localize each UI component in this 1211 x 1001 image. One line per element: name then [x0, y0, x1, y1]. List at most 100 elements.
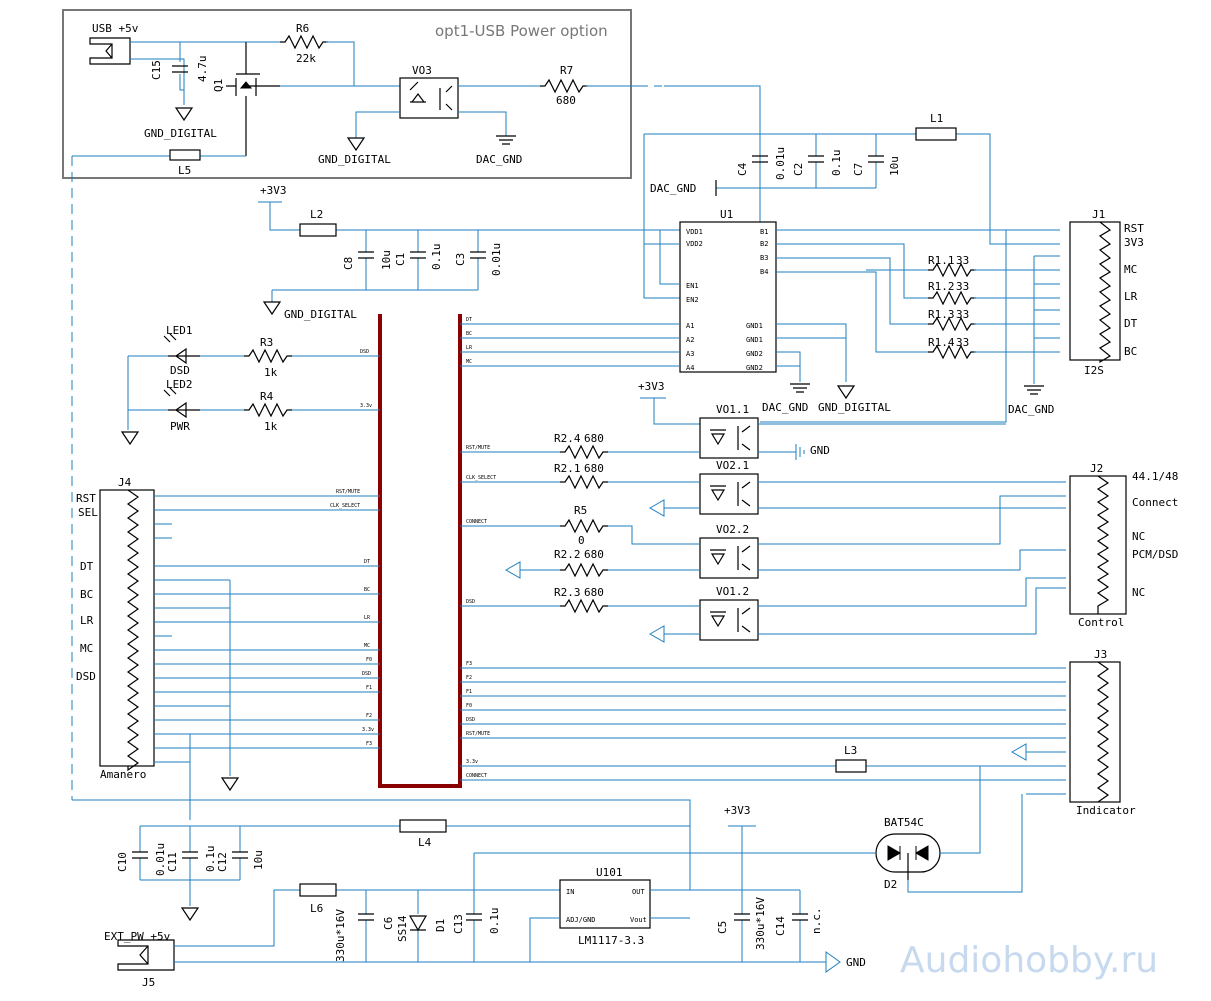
r2-4-resistor [559, 445, 609, 459]
net-left-dsd: DSD [362, 671, 371, 677]
j1-pin-dt: DT [1124, 317, 1138, 330]
led2-diode: LED2 PWR [163, 378, 200, 433]
d2-ref: D2 [884, 878, 897, 891]
dac-gnd-symbol [1024, 385, 1044, 395]
vo1-2-ref: VO1.2 [716, 585, 749, 598]
c3-value: 0.01u [490, 243, 503, 276]
l6-inductor [299, 883, 337, 897]
j4-pin-dsd: DSD [76, 670, 96, 683]
r2-2-ref: R2.2 [554, 548, 581, 561]
dac-gnd-symbol [496, 135, 516, 145]
u101-pin-adj: ADJ/GND [566, 916, 596, 924]
j4-pin-sel: SEL [78, 506, 98, 519]
c12-ref: C12 [216, 852, 229, 872]
u101-part: LM1117-3.3 [578, 934, 644, 947]
j5-label: EXT_PW +5v [104, 930, 171, 943]
u1-pin-vdd2: VDD2 [686, 240, 703, 248]
r2-3-ref: R2.3 [554, 586, 581, 599]
led2-ref: LED2 [166, 378, 193, 391]
c8-c1-c3-capacitors [358, 251, 486, 259]
c6-value: 330u*16V [334, 909, 347, 962]
j2-ref: J2 [1090, 462, 1103, 475]
r2-2-resistor [559, 563, 609, 577]
j2-pin-nc-2: NC [1132, 586, 1145, 599]
vo3-ref: VO3 [412, 64, 432, 77]
dac-gnd-label-3: DAC_GND [762, 401, 808, 414]
v33-label-1: +3V3 [260, 184, 287, 197]
gnd-label-2: GND [846, 956, 866, 969]
net-3v3-ind: 3.3v [466, 759, 478, 765]
vo1-1-optocoupler: VO1.1 [699, 403, 759, 459]
net-left-f2: F2 [366, 713, 372, 719]
net-clk-select: CLK_SELECT [466, 475, 496, 481]
v33-label-3: +3V3 [724, 804, 751, 817]
net-rst-mute: RST/MUTE [466, 445, 490, 451]
net-dsd-ind: DSD [466, 717, 475, 723]
j1-pin-3v3: 3V3 [1124, 236, 1144, 249]
r1-2-value: 33 [956, 280, 969, 293]
c8-ref: C8 [342, 257, 355, 270]
l5-inductor [169, 149, 201, 161]
u1-isolator-chip: U1 VDD1 VDD2 EN1 EN2 A1 A2 A3 A4 B1 B2 B… [679, 208, 777, 373]
net-left-3v3: 3.3v [362, 727, 374, 733]
j3-bottom-label: Indicator [1076, 804, 1136, 817]
j3-ref: J3 [1094, 648, 1107, 661]
j4-ref: J4 [118, 476, 132, 489]
c14-ref: C14 [774, 916, 787, 936]
c2-ref: C2 [792, 163, 805, 176]
c4-value: 0.01u [774, 147, 787, 180]
vo2-2-ref: VO2.2 [716, 523, 749, 536]
u1-pin-a4: A4 [686, 364, 694, 372]
c6-d1-c13-parts [358, 913, 482, 932]
c11-value: 0.1u [204, 846, 217, 873]
r2-1-resistor [559, 475, 609, 489]
gnd-digital-symbol [836, 385, 856, 400]
r1-4-ref: R1.4 [928, 336, 955, 349]
watermark: Audiohobby.ru [900, 940, 1158, 981]
c8-value: 10u [380, 250, 393, 270]
r1-2-ref: R1.2 [928, 280, 955, 293]
gnd-digital-symbol [346, 137, 366, 152]
vo1-1-ref: VO1.1 [716, 403, 749, 416]
j2-control-connector: J2 44.1/48 Connect NC PCM/DSD NC Control [1069, 462, 1178, 629]
l3-ref: L3 [844, 744, 857, 757]
r3-resistor [243, 349, 293, 363]
u1-pin-en2: EN2 [686, 296, 699, 304]
r7-ref: R7 [560, 64, 573, 77]
u1-pin-b4: B4 [760, 268, 768, 276]
d2-value: BAT54C [884, 816, 924, 829]
j1-pin-mc: MC [1124, 263, 1137, 276]
v33-label-2: +3V3 [638, 380, 665, 393]
net-left-rst-mute: RST/MUTE [336, 489, 360, 495]
l3-inductor [835, 759, 867, 773]
j4-amanero-connector: J4 RST SEL DT BC LR MC DSD Amanero [76, 476, 155, 781]
c13-ref: C13 [452, 914, 465, 934]
led1-name: DSD [170, 364, 190, 377]
c5-ref: C5 [716, 921, 729, 934]
j4-pin-dt: DT [80, 560, 94, 573]
r4-resistor [243, 403, 293, 417]
r2-1-value: 680 [584, 462, 604, 475]
r7-value: 680 [556, 94, 576, 107]
c7-ref: C7 [852, 163, 865, 176]
u101-pin-in: IN [566, 888, 574, 896]
c15-value: 4.7u [196, 56, 209, 83]
r6-resistor [279, 35, 329, 49]
r2-2-value: 680 [584, 548, 604, 561]
usb-label: USB +5v [92, 22, 139, 35]
net-f1: F1 [466, 689, 472, 695]
c5-value: 330u*16V [754, 897, 767, 950]
r1-1-value: 33 [956, 254, 969, 267]
u1-pin-a2: A2 [686, 336, 694, 344]
u1-pin-a1: A1 [686, 322, 694, 330]
usb-power-option-frame [62, 9, 632, 179]
gnd-symbol [120, 431, 140, 446]
j2-pin-44-48: 44.1/48 [1132, 470, 1178, 483]
c4-ref: C4 [736, 162, 749, 176]
j2-bottom-label: Control [1078, 616, 1124, 629]
net-f0: F0 [466, 703, 472, 709]
c7-value: 10u [888, 156, 901, 176]
signal-bus [378, 314, 462, 788]
net-left-mc: MC [364, 643, 370, 649]
